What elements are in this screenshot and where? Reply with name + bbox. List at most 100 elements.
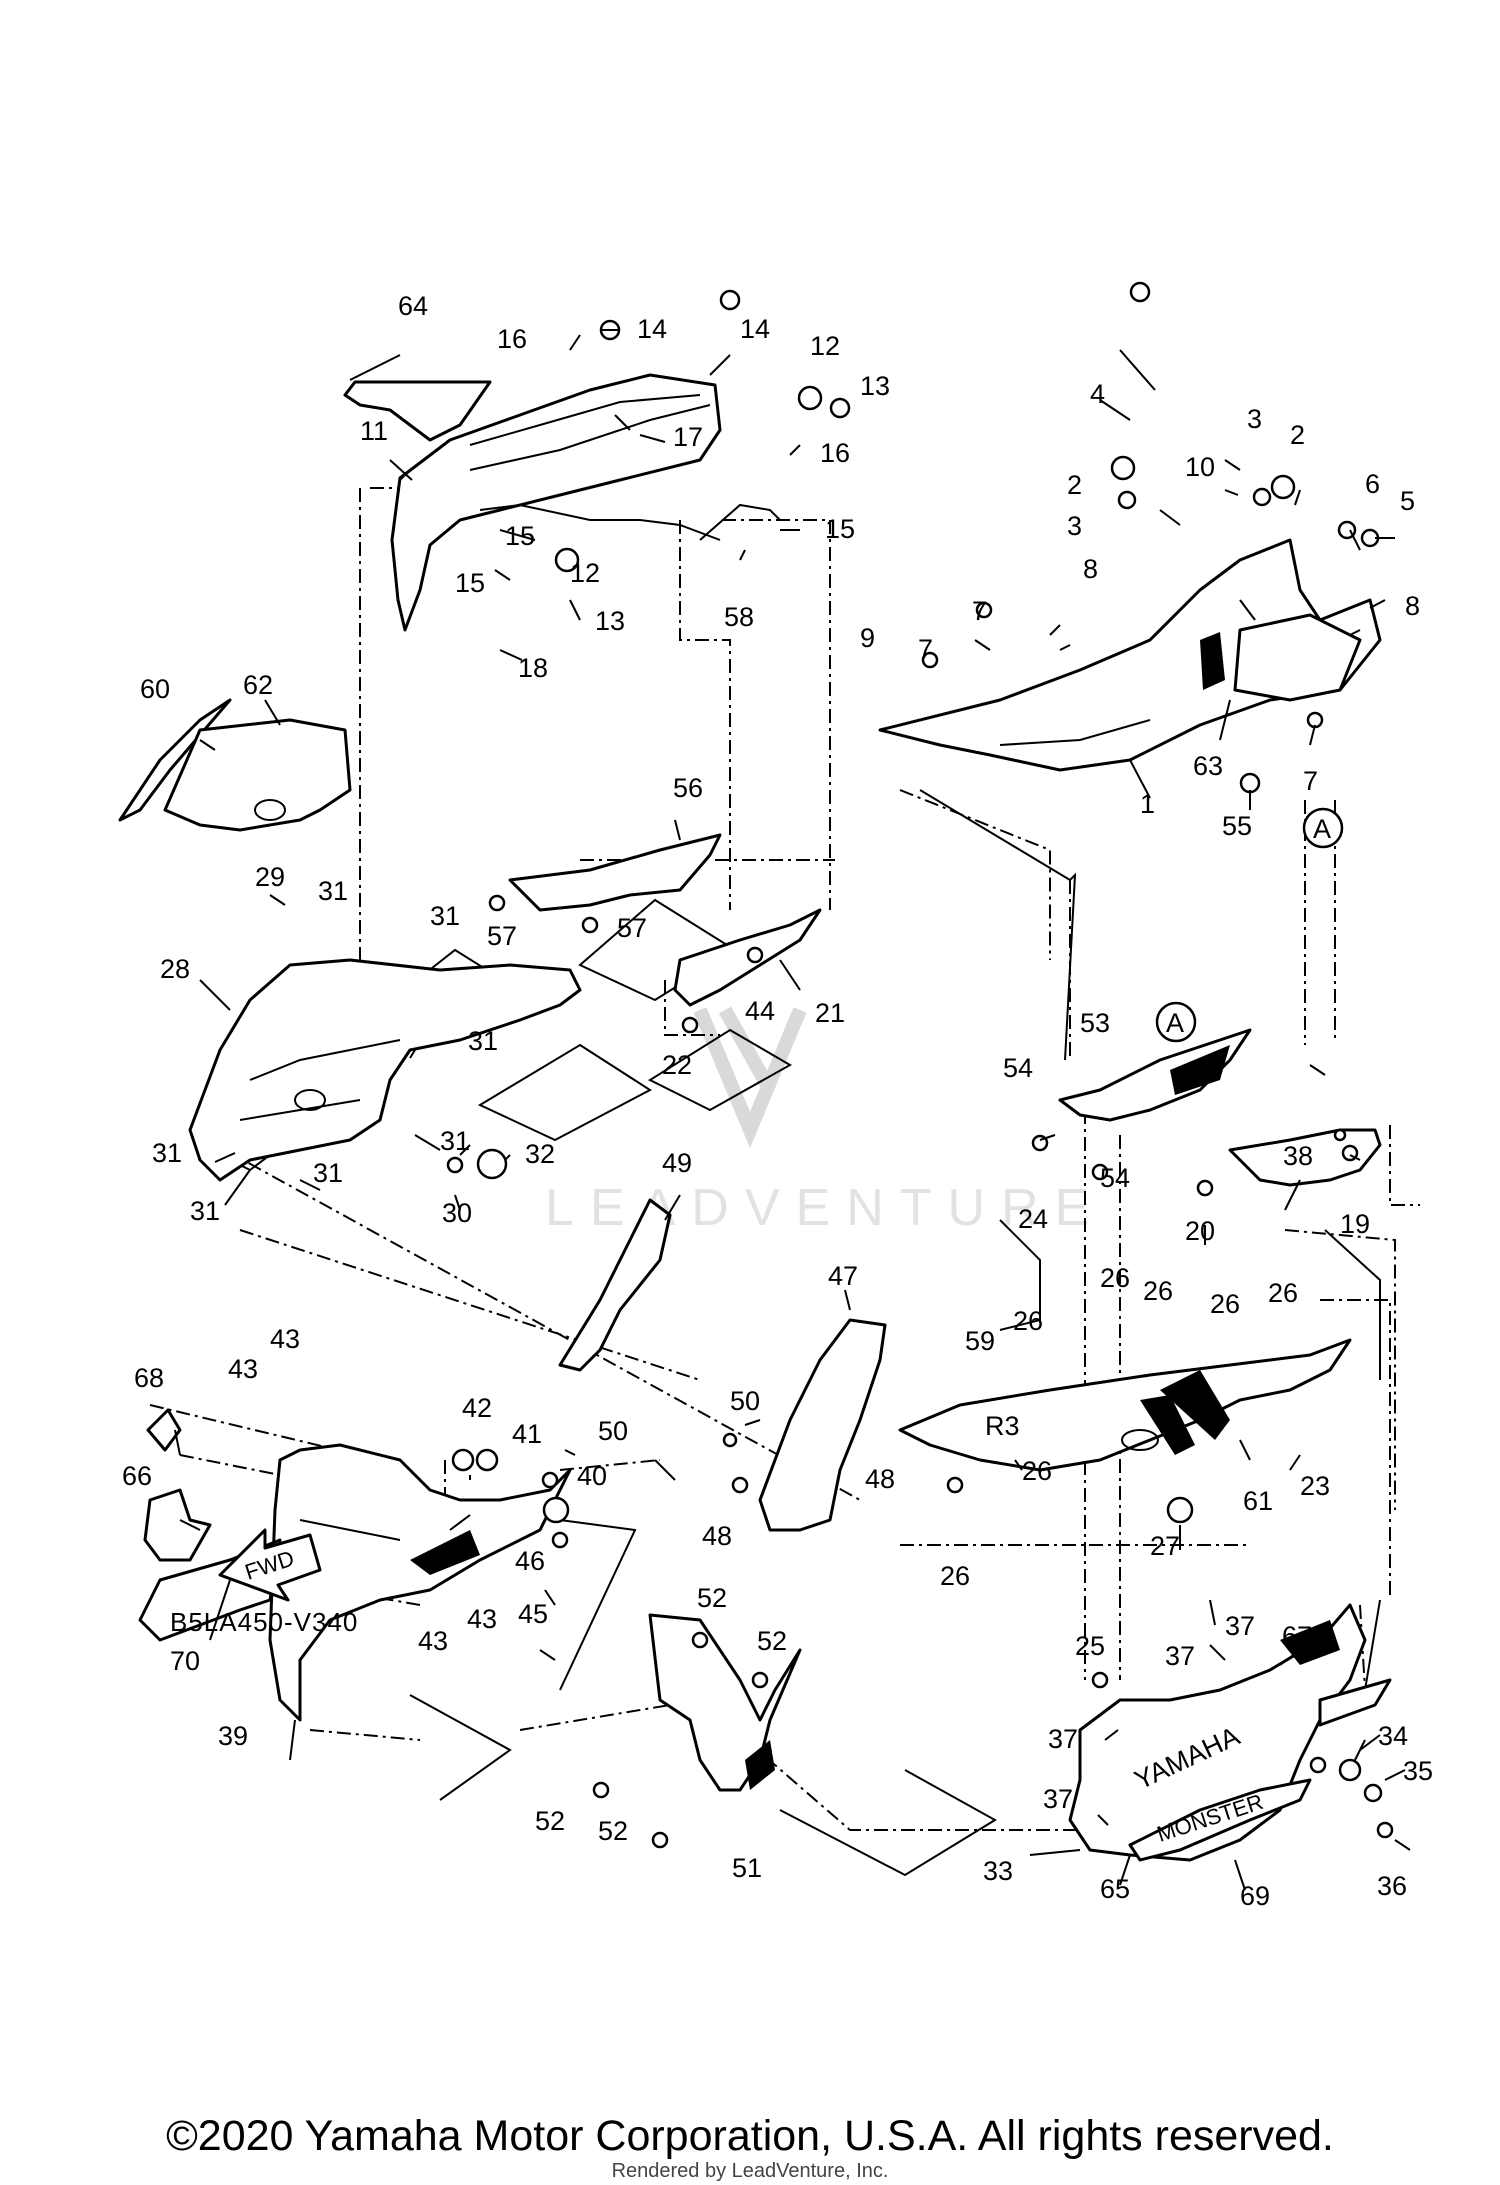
callout-13: 13: [595, 606, 625, 636]
callout-31: 31: [468, 1026, 498, 1056]
callout-8: 8: [1083, 554, 1098, 584]
callout-14: 14: [740, 314, 770, 344]
callout-62: 62: [243, 670, 273, 700]
callout-26: 26: [1022, 1456, 1052, 1486]
callout-2: 2: [1067, 470, 1082, 500]
callout-57: 57: [487, 921, 517, 951]
callout-38: 38: [1283, 1141, 1313, 1171]
callout-50: 50: [598, 1416, 628, 1446]
callout-37: 37: [1165, 1641, 1195, 1671]
callout-7: 7: [1303, 766, 1318, 796]
callout-36: 36: [1377, 1871, 1407, 1901]
callout-43: 43: [270, 1324, 300, 1354]
callout-46: 46: [515, 1546, 545, 1576]
fwd-arrow: FWD: [218, 1528, 322, 1602]
callout-31: 31: [313, 1158, 343, 1188]
callout-48: 48: [702, 1521, 732, 1551]
callout-35: 35: [1403, 1756, 1433, 1786]
callout-37: 37: [1048, 1724, 1078, 1754]
callout-15: 15: [505, 521, 535, 551]
callout-31: 31: [152, 1138, 182, 1168]
callout-3: 3: [1067, 511, 1082, 541]
callout-42: 42: [462, 1393, 492, 1423]
callout-52: 52: [535, 1806, 565, 1836]
callout-1: 1: [1140, 789, 1155, 819]
part-28-front-fairing: [188, 958, 582, 1182]
callout-4: 4: [1090, 379, 1105, 409]
callout-15: 15: [825, 514, 855, 544]
drawing-code: B5LA450-V340: [170, 1607, 359, 1637]
callout-11: 11: [360, 416, 388, 446]
callout-47: 47: [828, 1261, 858, 1291]
callout-17: 17: [673, 422, 703, 452]
callout-31: 31: [318, 876, 348, 906]
callout-43: 43: [467, 1604, 497, 1634]
rendered-by-notice: Rendered by LeadVenture, Inc.: [611, 2160, 889, 2182]
callout-59: 59: [965, 1326, 995, 1356]
part-63-inner-panel: [1233, 613, 1362, 702]
decal-r3-text: R3: [985, 1411, 1020, 1441]
callout-15: 15: [455, 568, 485, 598]
callout-27: 27: [1150, 1531, 1180, 1561]
callout-57: 57: [617, 913, 647, 943]
callout-18: 18: [518, 653, 548, 683]
callout-69: 69: [1240, 1881, 1270, 1911]
callout-66: 66: [122, 1461, 152, 1491]
callout-44: 44: [745, 996, 775, 1026]
hardware: [446, 281, 1394, 1849]
part-65-decal: [1318, 1678, 1392, 1727]
callouts: 1 2 2 3 3 4 5 6 7 7 7 8 8 9 10 11 12 12 …: [122, 291, 1433, 1911]
callout-8: 8: [1405, 591, 1420, 621]
callout-40: 40: [577, 1461, 607, 1491]
callout-52: 52: [757, 1626, 787, 1656]
callout-23: 23: [1300, 1471, 1330, 1501]
callout-26: 26: [1013, 1306, 1043, 1336]
callout-7: 7: [972, 596, 987, 626]
callout-58: 58: [724, 602, 754, 632]
part-51-lower-center: [648, 1613, 802, 1792]
callout-63: 63: [1193, 751, 1223, 781]
callout-22: 22: [662, 1050, 692, 1080]
callout-34: 34: [1378, 1721, 1408, 1751]
callout-9: 9: [860, 623, 875, 653]
callout-29: 29: [255, 862, 285, 892]
callout-19: 19: [1340, 1209, 1370, 1239]
callout-51: 51: [732, 1853, 762, 1883]
callout-26: 26: [1268, 1278, 1298, 1308]
part-64-screen-film: [343, 380, 492, 442]
callout-52: 52: [598, 1816, 628, 1846]
callout-56: 56: [673, 773, 703, 803]
part-19-inner-piece: [1228, 1128, 1382, 1187]
part-62-hole: [254, 799, 286, 821]
callout-70: 70: [170, 1646, 200, 1676]
callout-12: 12: [810, 331, 840, 361]
callout-55: 55: [1222, 811, 1252, 841]
callout-54: 54: [1100, 1163, 1130, 1193]
callout-30: 30: [442, 1198, 472, 1228]
callout-37: 37: [1225, 1611, 1255, 1641]
callout-16: 16: [820, 438, 850, 468]
callout-60: 60: [140, 674, 170, 704]
part-23-side-panel: R3: [898, 1338, 1352, 1472]
callout-26: 26: [1143, 1276, 1173, 1306]
leader-lines: [174, 329, 1411, 1891]
callout-26: 26: [940, 1561, 970, 1591]
callout-43: 43: [228, 1354, 258, 1384]
callout-5: 5: [1400, 486, 1415, 516]
copyright-notice: ©2020 Yamaha Motor Corporation, U.S.A. A…: [166, 2112, 1334, 2160]
part-56-inner-cover: [508, 833, 722, 912]
callout-68: 68: [134, 1363, 164, 1393]
callout-37: 37: [1043, 1784, 1073, 1814]
callout-52: 52: [697, 1583, 727, 1613]
reference-marker-a-label-2: A: [1166, 1008, 1184, 1038]
callout-26: 26: [1210, 1289, 1240, 1319]
callout-2: 2: [1290, 420, 1305, 450]
callout-31: 31: [430, 901, 460, 931]
callout-33: 33: [983, 1856, 1013, 1886]
callout-49: 49: [662, 1148, 692, 1178]
callout-65: 65: [1100, 1874, 1130, 1904]
callout-16: 16: [497, 324, 527, 354]
callout-25: 25: [1075, 1631, 1105, 1661]
part-47-side-cowl: [758, 1318, 887, 1532]
